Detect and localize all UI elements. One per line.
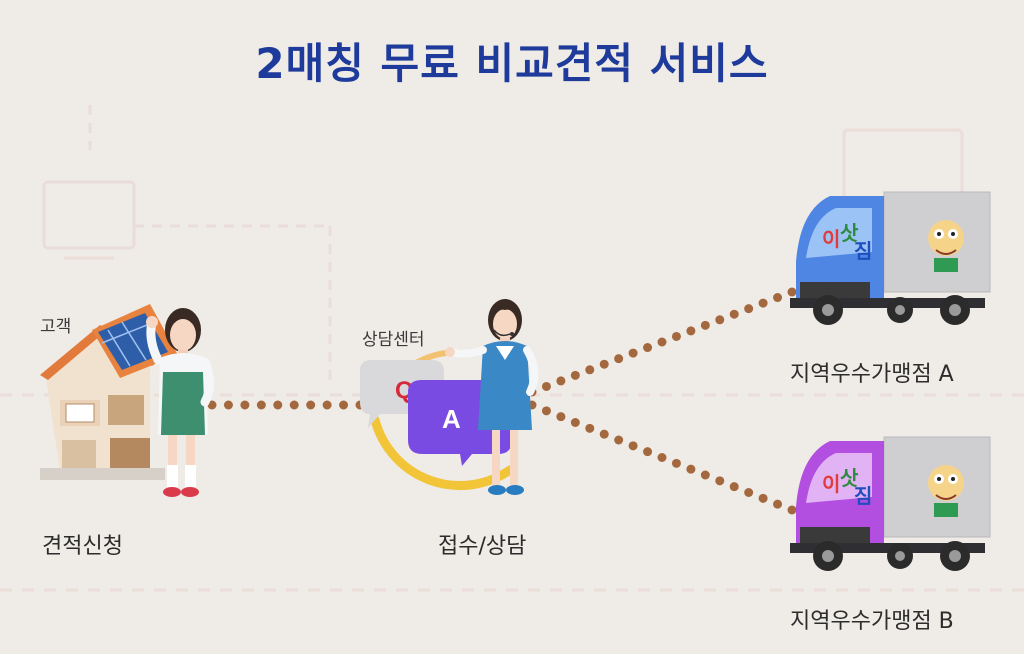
svg-text:삿: 삿: [840, 467, 859, 490]
store-a-caption: 지역우수가맹점 A: [790, 362, 954, 387]
svg-text:이: 이: [822, 473, 840, 496]
page-title: 2매칭 무료 비교견적 서비스: [255, 39, 769, 88]
truck-b-icon: 이 삿 짐: [790, 436, 991, 571]
operator-character: [445, 299, 539, 495]
center-tag: 상담센터: [362, 330, 425, 350]
truck-a-icon: 이 삿 짐: [790, 191, 991, 325]
a-letter: A: [442, 404, 461, 434]
customer-tag: 고객: [40, 317, 72, 337]
svg-text:짐: 짐: [854, 240, 872, 263]
svg-text:삿: 삿: [840, 222, 859, 245]
store-b-caption: 지역우수가맹점 B: [790, 609, 954, 634]
center-caption: 접수/상담: [438, 534, 527, 559]
customer-character: [146, 308, 214, 497]
svg-text:짐: 짐: [854, 485, 872, 508]
dotted-connector-lines: [207, 287, 797, 515]
svg-text:이: 이: [822, 228, 840, 251]
customer-caption: 견적신청: [42, 534, 123, 559]
